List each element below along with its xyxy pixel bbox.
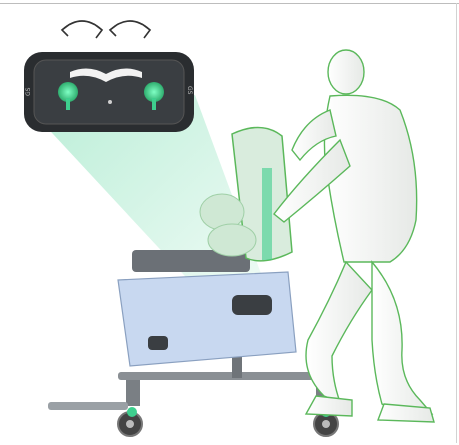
panel-left-mark: GS <box>25 87 32 96</box>
seat-control <box>232 295 272 315</box>
caregiver-figure <box>274 50 434 422</box>
detail-panel: GS GS <box>24 52 194 132</box>
panel-right-mark: GS <box>186 86 193 95</box>
chair-base <box>48 356 338 436</box>
chair-seat <box>118 250 296 366</box>
rotate-arrows-icon <box>62 21 150 38</box>
